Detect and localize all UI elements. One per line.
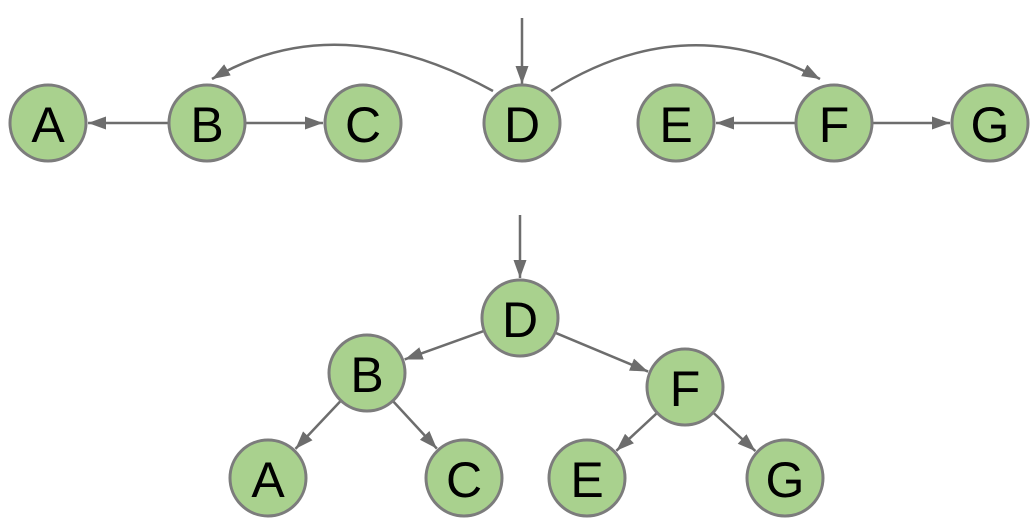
node-tree-representation-E: E <box>547 438 627 518</box>
node-tree-representation-B: B <box>327 333 407 413</box>
node-label: C <box>345 97 381 153</box>
edge-F-G <box>713 412 757 453</box>
node-circle <box>323 83 403 163</box>
edge-D-B <box>404 330 484 361</box>
node-circle <box>327 333 407 413</box>
node-label: C <box>446 452 482 508</box>
node-tree-representation-F: F <box>645 347 725 427</box>
edge-B-A <box>294 400 342 450</box>
node-circle <box>636 83 716 163</box>
node-tree-representation-C: C <box>424 438 504 518</box>
node-tree-representation-A: A <box>228 438 308 518</box>
node-circle <box>482 83 562 163</box>
node-tree-representation-G: G <box>745 438 825 518</box>
node-circle <box>547 438 627 518</box>
node-label: A <box>251 452 285 508</box>
node-tree-representation-D: D <box>480 278 560 358</box>
node-label: D <box>502 292 538 348</box>
node-label: G <box>971 97 1010 153</box>
node-label: F <box>670 361 701 417</box>
node-list-representation-C: C <box>323 83 403 163</box>
edge-B-C <box>392 400 438 450</box>
tree-representation: D B F A C E G <box>228 215 825 518</box>
node-circle <box>745 438 825 518</box>
node-list-representation-A: A <box>8 83 88 163</box>
node-circle <box>794 83 874 163</box>
edge-F-E <box>615 412 658 452</box>
edge-D-B <box>211 43 494 93</box>
node-label: D <box>504 97 540 153</box>
node-label: E <box>570 452 603 508</box>
edge-D-F <box>555 331 649 373</box>
node-list-representation-G: G <box>950 83 1030 163</box>
node-circle <box>228 438 308 518</box>
node-list-representation-D: D <box>482 83 562 163</box>
list-representation: A B C D E F G <box>8 18 1030 163</box>
node-circle <box>950 83 1030 163</box>
node-circle <box>8 83 88 163</box>
node-label: B <box>190 97 223 153</box>
node-label: A <box>31 97 65 153</box>
node-circle <box>167 83 247 163</box>
edge-D-F <box>550 44 821 93</box>
node-label: F <box>819 97 850 153</box>
node-list-representation-E: E <box>636 83 716 163</box>
node-circle <box>424 438 504 518</box>
node-label: G <box>766 452 805 508</box>
node-label: B <box>350 347 383 403</box>
node-circle <box>645 347 725 427</box>
node-list-representation-B: B <box>167 83 247 163</box>
node-circle <box>480 278 560 358</box>
node-label: E <box>659 97 692 153</box>
node-list-representation-F: F <box>794 83 874 163</box>
